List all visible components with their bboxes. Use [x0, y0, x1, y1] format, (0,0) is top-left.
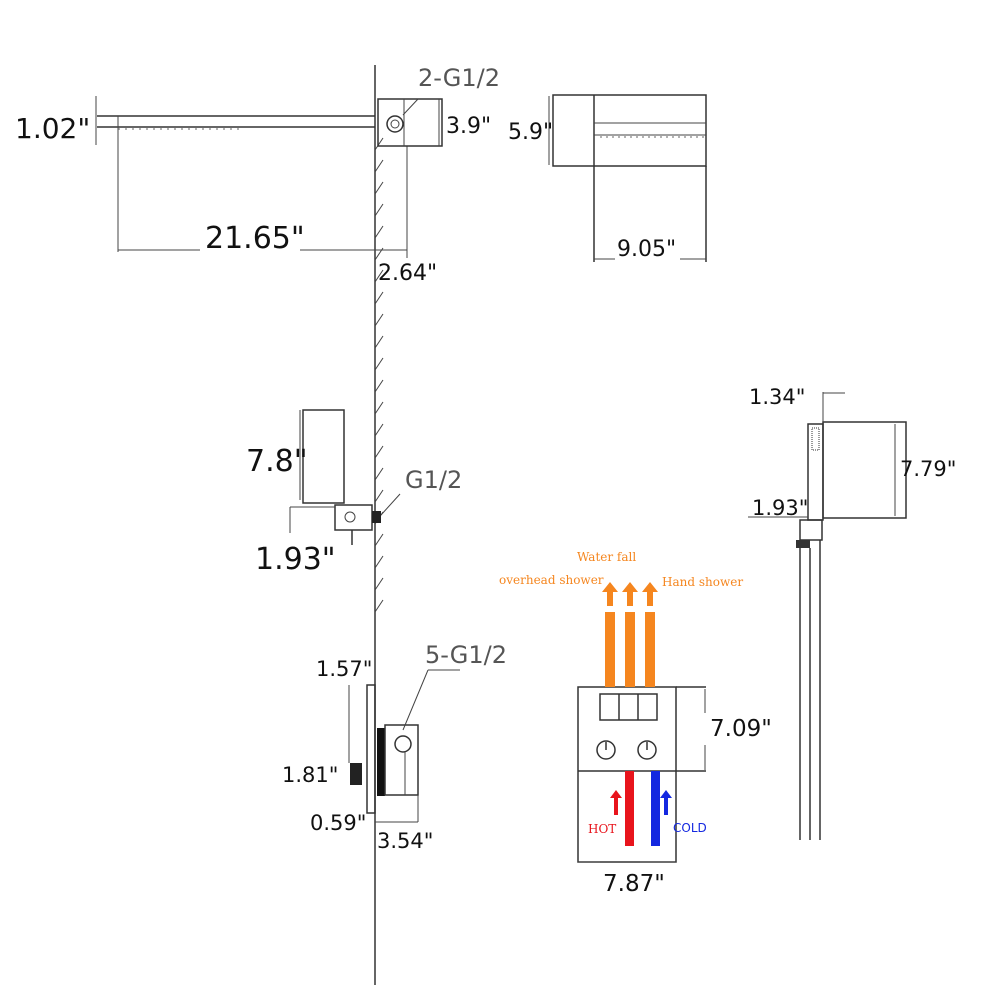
valve-d2-label: 1.81" [282, 763, 338, 787]
wall-hatch [374, 181, 384, 195]
wall-hatch [374, 555, 384, 569]
outlet-arrow-icon [622, 582, 638, 606]
holder-connection-label: G1/2 [405, 466, 462, 494]
hand-shower: 1.34" 7.79" 1.93" [748, 385, 956, 840]
valve-depth-label: 3.54" [377, 829, 433, 853]
thickness-label: 1.02" [15, 112, 90, 145]
outlet-arrow-icon [602, 582, 618, 606]
wall-hatch [374, 379, 384, 393]
hand-d1-label: 1.34" [749, 385, 805, 409]
outlet-pipe [645, 612, 655, 687]
holder-offset-label: 1.93" [255, 542, 336, 577]
valve-d1-label: 1.57" [316, 657, 372, 681]
panel-width-label: 7.87" [603, 871, 665, 897]
wall-hatch [374, 203, 384, 217]
wall-hatch [374, 423, 384, 437]
wall-hatch [374, 137, 384, 151]
wall-hatch [374, 291, 384, 305]
connection-label: 2-G1/2 [418, 64, 500, 92]
cold-pipe [651, 771, 660, 846]
control-panel: Water fall overhead shower Hand shower H… [499, 550, 772, 897]
wall-offset-label: 2.64" [378, 261, 437, 286]
wall-hatch [374, 159, 384, 173]
outlet-pipe [605, 612, 615, 687]
cold-label: COLD [673, 821, 707, 835]
arm-length-label: 21.65" [205, 221, 305, 256]
side-height-label: 5.9" [508, 120, 553, 145]
wall-hatch [374, 533, 384, 547]
wall-hatch [374, 401, 384, 415]
outlet-pipe [625, 612, 635, 687]
wall-hatch [374, 467, 384, 481]
wall-hatch [374, 335, 384, 349]
overhead-shower-side: 5.9" 9.05" [508, 94, 707, 262]
overhead-shower-front: 1.02" 21.65" 2.64" 2-G1/2 3.9" [15, 64, 500, 286]
wall-hatch [374, 313, 384, 327]
waterfall-label: Water fall [577, 550, 636, 564]
wall-hatch [374, 489, 384, 503]
outlet-arrow-icon [642, 582, 658, 606]
side-width-label: 9.05" [617, 237, 676, 262]
valve-d3-label: 0.59" [310, 811, 366, 835]
wall-hatch [374, 357, 384, 371]
bracket-height-label: 3.9" [446, 114, 491, 139]
panel-height-label: 7.09" [710, 716, 772, 742]
hot-label: HOT [588, 822, 616, 836]
hot-arrow-icon [610, 790, 622, 815]
wall-hatch [374, 269, 384, 283]
wall-hatch [374, 445, 384, 459]
hand-shower-holder: 7.8" G1/2 1.93" [246, 409, 462, 577]
holder-height-label: 7.8" [246, 444, 308, 479]
overhead-label: overhead shower [499, 573, 604, 587]
cold-arrow-icon [660, 790, 672, 815]
hand-height-label: 7.79" [900, 457, 956, 481]
wall-hatch [374, 577, 384, 591]
wall [374, 65, 384, 985]
valve-connection-label: 5-G1/2 [425, 641, 507, 669]
wall-hatch [374, 225, 384, 239]
wall-hatch [374, 599, 384, 613]
hand-label: Hand shower [662, 575, 743, 589]
valve-side: 5-G1/2 1.57" 1.81" 0.59" 3.54" [282, 641, 507, 853]
hand-d2-label: 1.93" [752, 496, 808, 520]
hot-pipe [625, 771, 634, 846]
